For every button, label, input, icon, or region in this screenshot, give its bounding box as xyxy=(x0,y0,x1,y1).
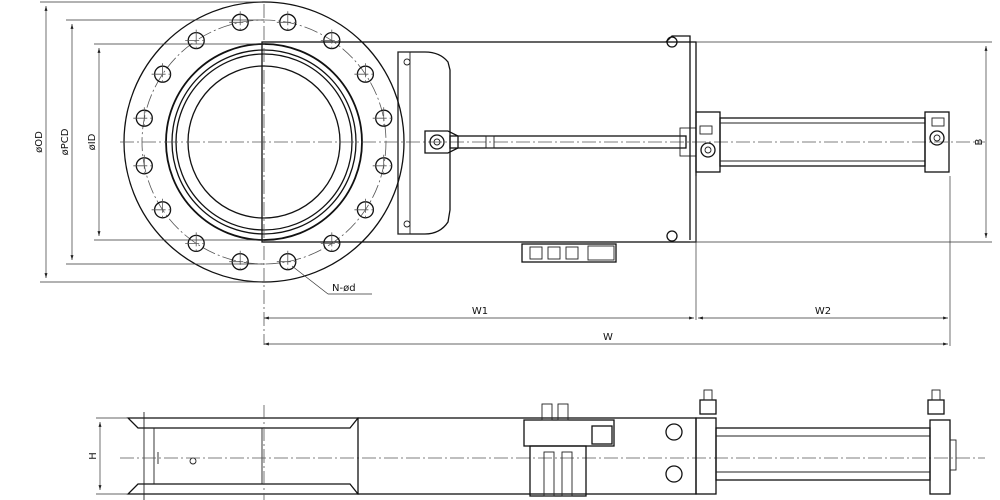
valve-stem xyxy=(449,135,687,149)
stem-clevis xyxy=(424,130,459,154)
gate-housing xyxy=(397,51,451,235)
solenoid-valve xyxy=(521,243,617,263)
pcd-label: øPCD xyxy=(60,128,71,155)
side-flange-bottom xyxy=(126,483,360,495)
id-label: øID xyxy=(87,133,98,150)
bolt-holes xyxy=(133,11,395,273)
w1-label: W1 xyxy=(472,306,488,317)
b-label: B xyxy=(974,138,985,145)
front-view: øOD øPCD øID B N-ød W1 W2 W xyxy=(34,1,992,346)
w2-label: W2 xyxy=(815,306,831,317)
pneumatic-cylinder xyxy=(695,111,950,173)
side-flange-top xyxy=(126,417,360,429)
side-body xyxy=(357,417,697,495)
bolt-label: N-ød xyxy=(332,283,356,294)
h-label: H xyxy=(88,452,99,460)
side-view: H xyxy=(88,389,985,500)
w-label: W xyxy=(603,332,613,343)
od-label: øOD xyxy=(34,131,45,153)
gate-slot xyxy=(397,51,411,235)
